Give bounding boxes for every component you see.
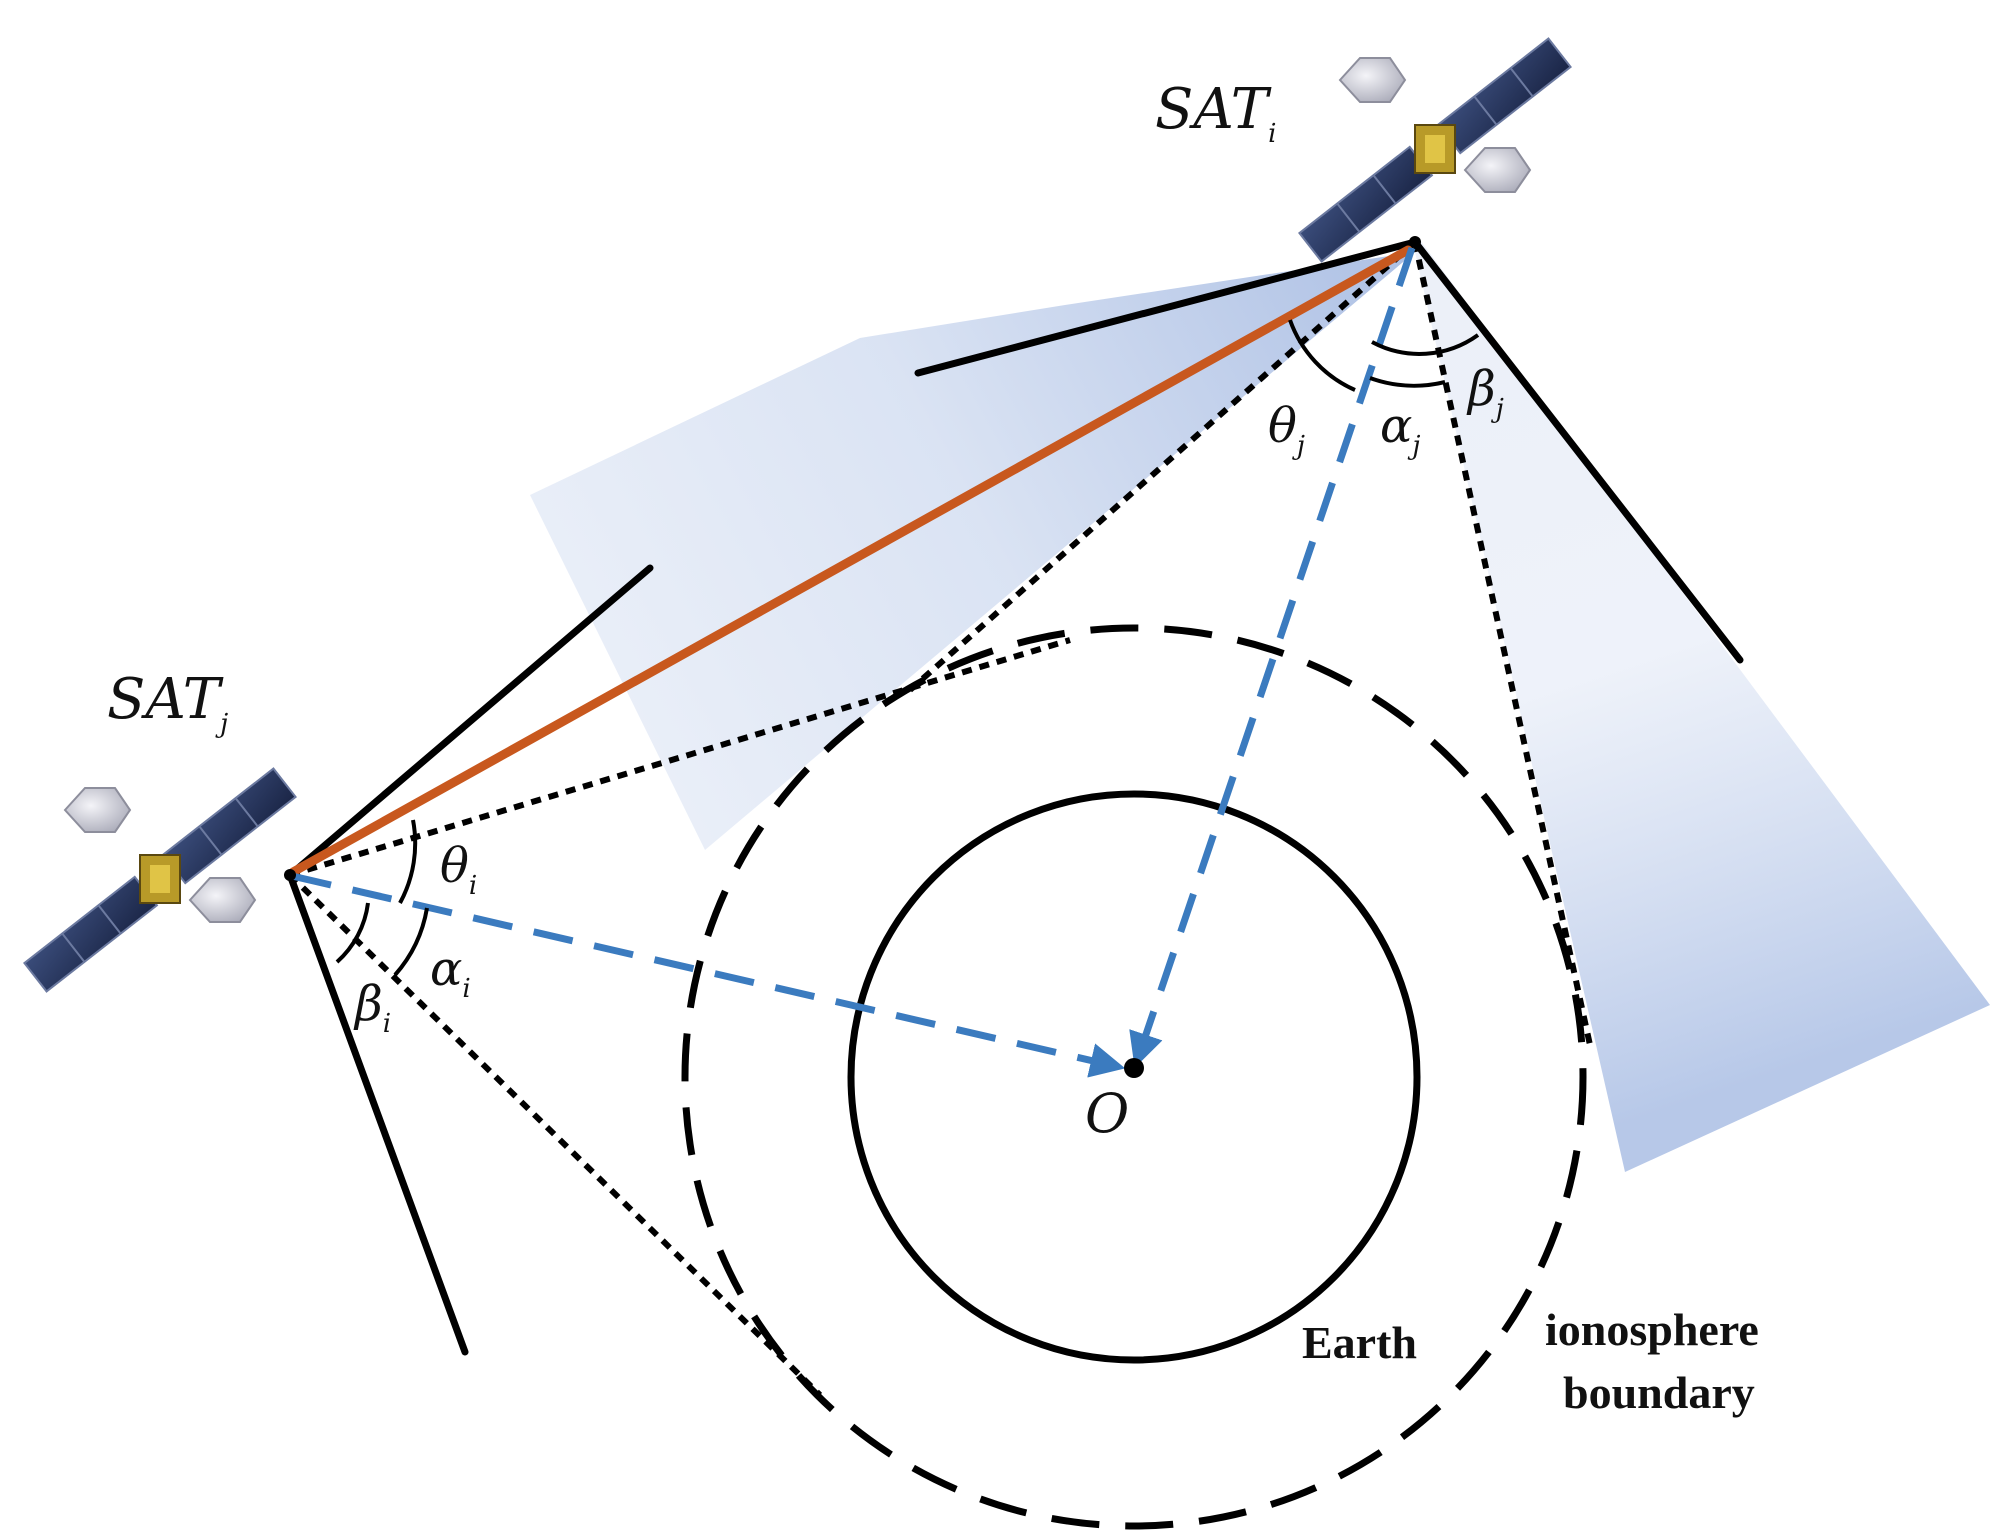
earth-circle [847,790,1421,1364]
tangent-line-sat-i-right [1412,241,1593,1046]
sat-i-label: SATi [1155,77,1276,149]
sat-j-point [284,869,296,881]
beam-cone-sat-i-right [1415,240,1990,1172]
alpha-i-label: αi [430,941,471,1004]
beam-cone-sat-i-left [530,252,1415,850]
center-line-sat-j [291,872,1126,1078]
inter-satellite-link [288,245,1413,877]
center-label: O [1085,1082,1129,1145]
fov-line-sat-i-left [914,238,1419,377]
alpha-j-label: αj [1380,398,1420,461]
sat-j-label: SATj [107,667,228,739]
satellite-icon-sat-i [1298,37,1572,263]
beta-i-label: βi [353,976,391,1039]
angle-arc-beta-i [335,902,370,964]
tangent-line-sat-i-left [908,239,1417,693]
center-point [1124,1058,1144,1078]
earth-label: Earth [1302,1317,1417,1368]
tangent-line-sat-j-lower [287,872,823,1398]
center-line-sat-i [1129,246,1416,1068]
angle-arc-theta-i [398,819,418,904]
theta-j-label: θj [1268,398,1305,461]
theta-i-label: θi [440,838,477,901]
ionosphere-boundary-circle [681,624,1587,1530]
beta-j-label: βj [1466,361,1504,424]
angle-arc-alpha-j [1369,376,1446,388]
ionosphere-label-line1: ionosphere [1545,1304,1759,1355]
angle-arc-beta-j [1371,333,1480,356]
sat-i-point [1409,236,1421,248]
angle-arc-theta-j [1288,319,1356,392]
fov-line-sat-i-right [1411,238,1744,664]
ionosphere-label-line2: boundary [1563,1367,1755,1418]
fov-line-sat-j-lower [286,871,469,1356]
angle-arc-alpha-i [393,907,429,977]
tangent-line-sat-j-upper [289,637,1071,878]
satellite-icon-sat-j [23,767,297,993]
fov-line-sat-j-upper [286,564,654,879]
